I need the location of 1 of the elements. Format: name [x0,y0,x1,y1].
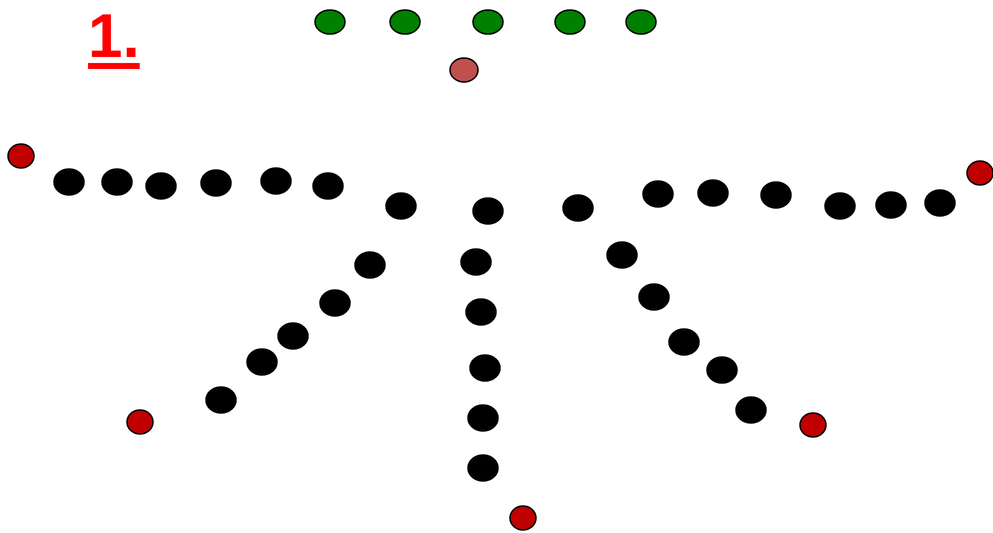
title: 1. [88,1,140,73]
